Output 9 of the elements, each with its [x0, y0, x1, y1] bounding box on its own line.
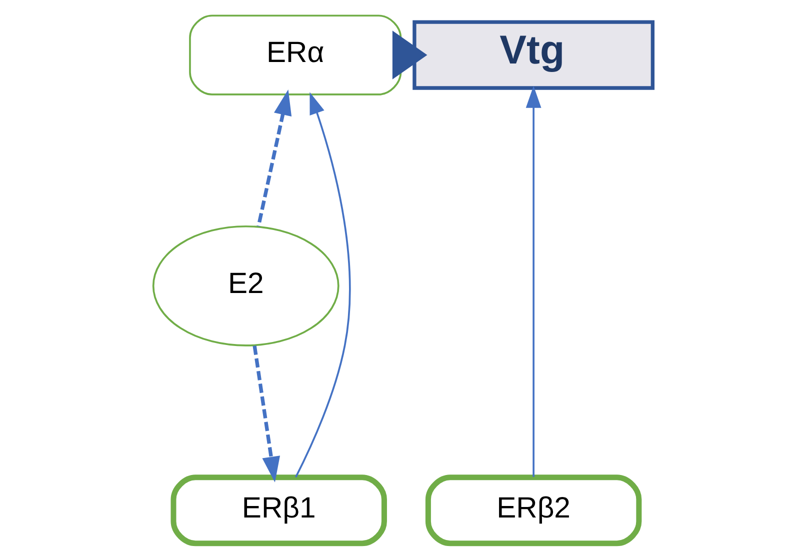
arrow	[294, 92, 351, 478]
node-box: ERβ2	[425, 474, 642, 546]
arrow	[252, 346, 280, 482]
arrow	[392, 30, 428, 80]
node-box: ERβ1	[170, 474, 387, 546]
node-box: Vtg	[412, 20, 654, 90]
node-ellipse: E2	[152, 225, 340, 346]
arrow	[256, 89, 292, 227]
arrow	[526, 86, 542, 477]
